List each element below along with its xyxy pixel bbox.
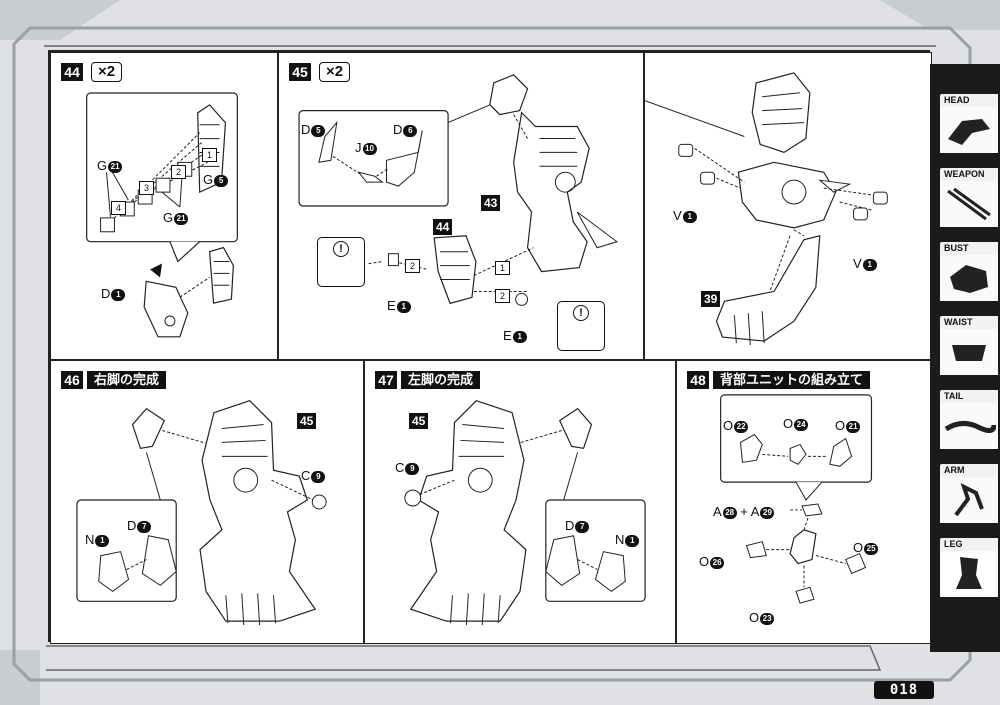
sidebar-item-leg[interactable]: LEG xyxy=(940,538,998,597)
tail-part-icon xyxy=(940,403,998,449)
sidebar-item-label: WEAPON xyxy=(940,168,998,181)
step-45-illustration xyxy=(298,74,619,306)
leg-assembly-illustration xyxy=(645,72,888,346)
weapon-part-icon xyxy=(940,181,998,227)
step-number: 47 xyxy=(375,371,397,389)
caution-callout: ! xyxy=(557,301,605,351)
step-number: 45 xyxy=(289,63,311,81)
reference-step-number: 39 xyxy=(701,291,721,307)
sequence-marker: 3 xyxy=(139,181,154,195)
arm-part-icon xyxy=(940,477,998,523)
bust-part-icon xyxy=(940,255,998,301)
quantity-multiplier: ×2 xyxy=(319,62,351,82)
reference-step-number: 45 xyxy=(297,413,317,429)
sidebar-item-waist[interactable]: WAIST xyxy=(940,316,998,375)
caution-icon: ! xyxy=(573,305,589,321)
sidebar-item-tail[interactable]: TAIL xyxy=(940,390,998,449)
sidebar-item-bust[interactable]: BUST xyxy=(940,242,998,301)
waist-part-icon xyxy=(940,329,998,375)
quantity-multiplier: ×2 xyxy=(91,62,123,82)
step-44-illustration xyxy=(86,92,238,338)
sequence-marker: 2 xyxy=(405,259,420,273)
sidebar-item-label: TAIL xyxy=(940,390,998,403)
sequence-marker: 4 xyxy=(111,201,126,215)
sidebar-item-label: HEAD xyxy=(940,94,998,107)
head-part-icon xyxy=(940,107,998,153)
sidebar-item-label: BUST xyxy=(940,242,998,255)
step-47-illustration xyxy=(404,400,646,626)
step-number: 48 xyxy=(687,371,709,389)
step-48-illustration xyxy=(720,394,873,604)
reference-step-number: 43 xyxy=(481,195,501,211)
sequence-marker: 2 xyxy=(495,289,510,303)
sequence-marker: 2 xyxy=(171,165,186,179)
step-46-illustration xyxy=(76,400,327,626)
step-title: 右脚の完成 xyxy=(87,371,167,389)
step-title: 背部ユニットの組み立て xyxy=(713,371,871,389)
step-number: 46 xyxy=(61,371,83,389)
leg-part-icon xyxy=(940,551,998,597)
step-title: 左脚の完成 xyxy=(401,371,481,389)
sequence-marker: 1 xyxy=(495,261,510,275)
caution-callout: ! xyxy=(317,237,365,287)
page-number: 018 xyxy=(874,681,934,699)
sidebar-item-label: ARM xyxy=(940,464,998,477)
sidebar-item-label: WAIST xyxy=(940,316,998,329)
sidebar-item-label: LEG xyxy=(940,538,998,551)
parts-sidebar: HEAD WEAPON BUST WAIST TAIL ARM LEG xyxy=(930,64,1000,652)
sidebar-item-head[interactable]: HEAD xyxy=(940,94,998,153)
sequence-marker: 1 xyxy=(202,148,217,162)
sidebar-item-weapon[interactable]: WEAPON xyxy=(940,168,998,227)
step-number: 44 xyxy=(61,63,83,81)
reference-step-number: 45 xyxy=(409,413,429,429)
caution-icon: ! xyxy=(333,241,349,257)
sidebar-item-arm[interactable]: ARM xyxy=(940,464,998,523)
reference-step-number: 44 xyxy=(433,219,453,235)
